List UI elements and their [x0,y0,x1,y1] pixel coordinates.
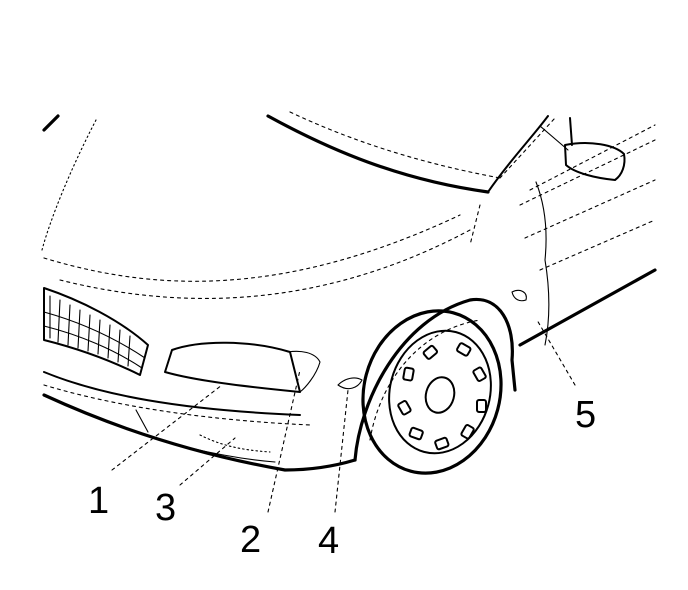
hood [41,114,481,300]
side-mirror [539,117,626,181]
callout-1: 1 [88,480,109,522]
callout-numbers: 1 3 2 4 5 [88,394,596,562]
front-bumper [42,371,357,472]
callout-leaders [111,319,576,513]
front-wheel [361,309,503,475]
side-marker [337,377,363,390]
body-side [511,124,657,347]
grille [43,287,149,376]
callout-4: 4 [318,520,339,562]
callout-5: 5 [575,394,596,436]
windshield [266,111,556,194]
headlight [164,341,321,393]
callout-2: 2 [240,519,261,561]
fender [353,297,517,462]
callout-3: 3 [155,487,176,529]
